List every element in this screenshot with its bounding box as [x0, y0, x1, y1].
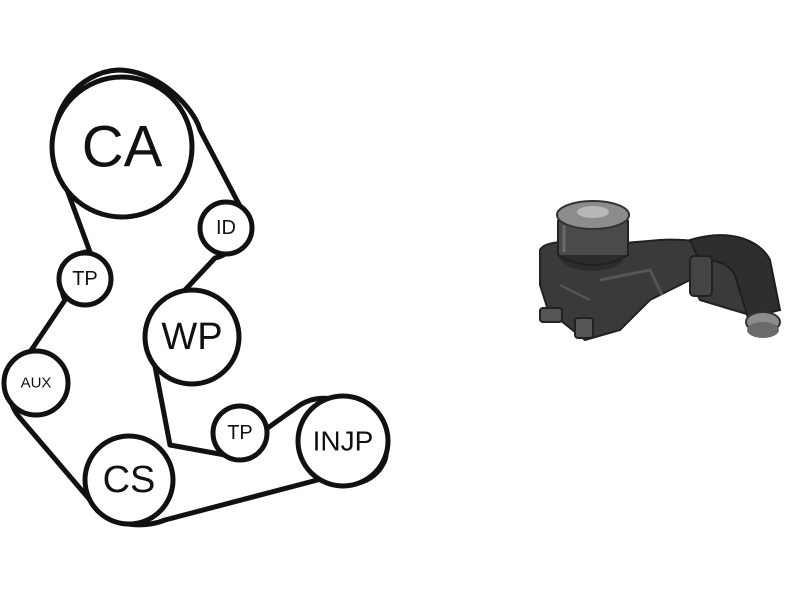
pulley-ca: CA — [49, 74, 195, 220]
pulley-wp: WP — [142, 287, 242, 387]
pulley-injp-label: INJP — [313, 426, 374, 457]
pulley-cs-label: CS — [103, 459, 156, 501]
pulley-aux-label: AUX — [21, 375, 52, 392]
pulley-aux: AUX — [1, 348, 71, 418]
pulley-injp: INJP — [295, 393, 391, 489]
pulley-tp-upper-label: TP — [72, 268, 98, 290]
pulley-tp-lower-label: TP — [227, 422, 253, 444]
pulley-wp-label: WP — [161, 316, 222, 358]
pulley-cs: CS — [82, 433, 176, 527]
pulley-ca-label: CA — [82, 115, 163, 180]
pulley-id: ID — [197, 199, 255, 257]
water-pump-icon — [539, 200, 782, 342]
pulley-tp-upper: TP — [56, 250, 114, 308]
pulley-tp-lower: TP — [210, 403, 270, 463]
pulley-id-label: ID — [216, 217, 236, 239]
